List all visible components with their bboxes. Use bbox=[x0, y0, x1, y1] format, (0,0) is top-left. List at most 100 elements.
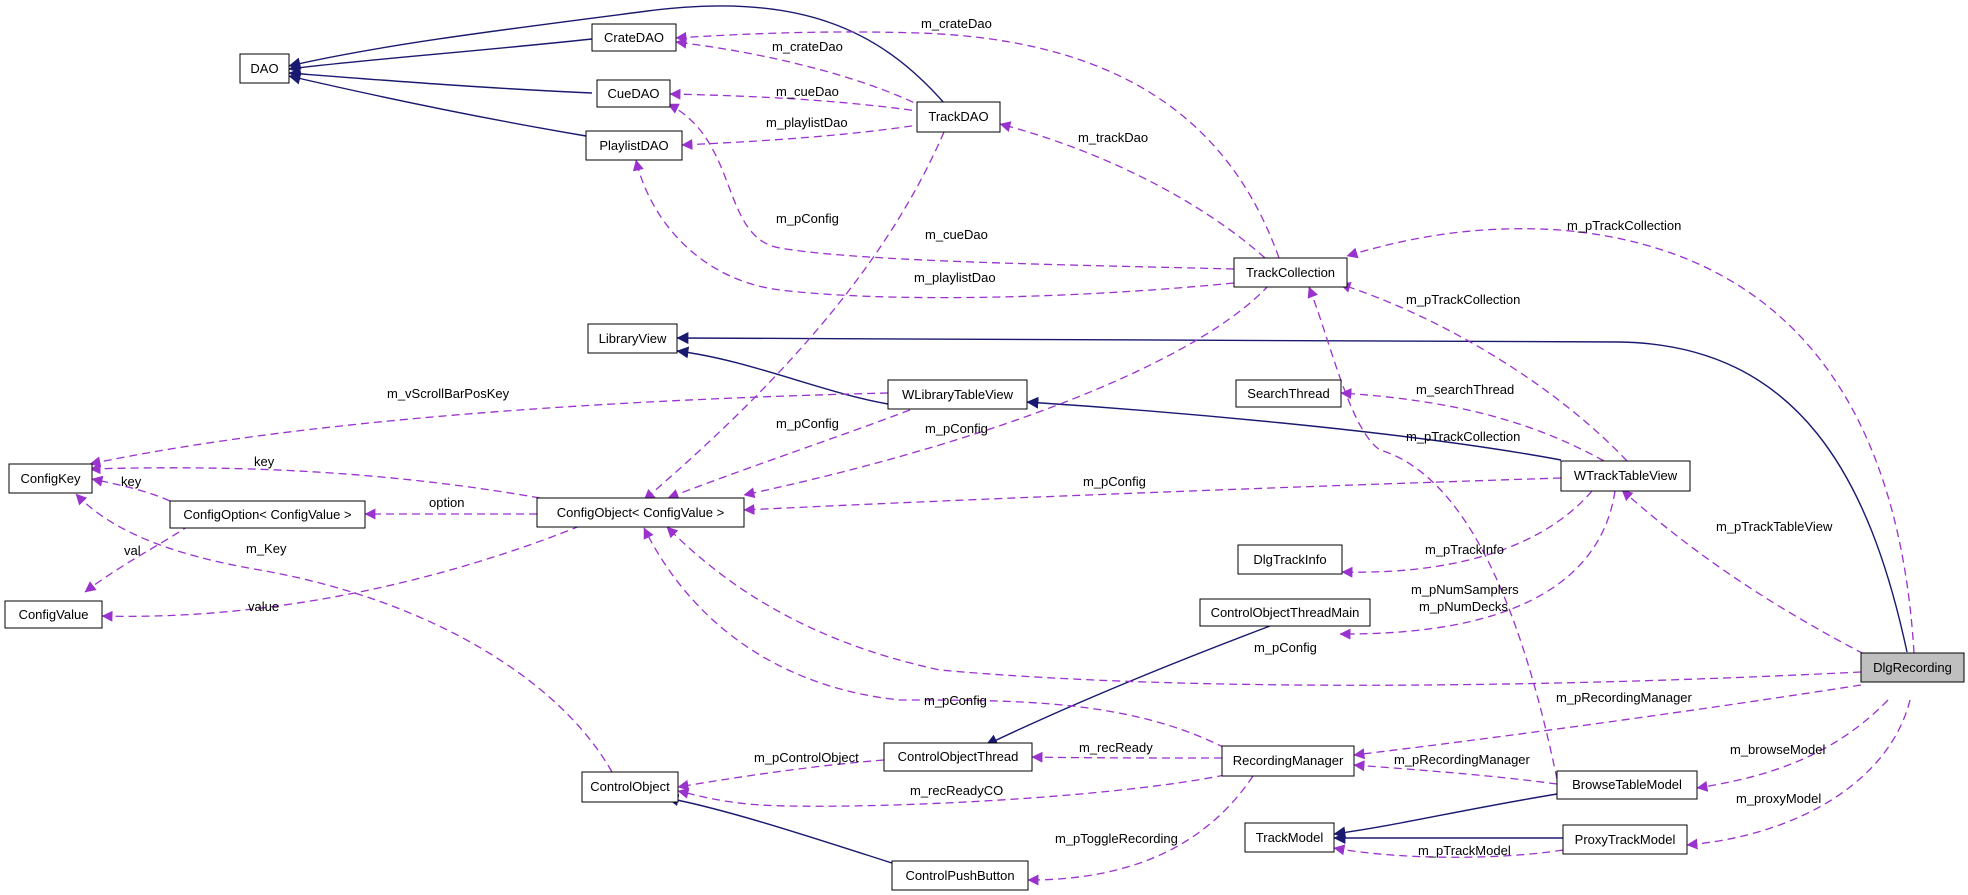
edge-label: m_Key bbox=[246, 541, 287, 556]
node-label: DAO bbox=[250, 61, 278, 76]
inheritance-edges bbox=[288, 5, 1908, 865]
edge-label: m_browseModel bbox=[1730, 742, 1825, 757]
edge-recordingmanager-controlpushbutton bbox=[1027, 775, 1254, 886]
node-cuedao[interactable]: CueDAO bbox=[596, 79, 671, 108]
edge-wtracktableview-controlobjectthreadmain bbox=[1339, 490, 1616, 640]
node-label: WLibraryTableView bbox=[902, 387, 1014, 402]
edge-label: m_pTrackCollection bbox=[1567, 218, 1681, 233]
node-label: ProxyTrackModel bbox=[1575, 832, 1676, 847]
node-proxytrackmodel[interactable]: ProxyTrackModel bbox=[1562, 824, 1688, 855]
edge-wtracktableview-configobject bbox=[743, 477, 1562, 515]
edge-label: m_cueDao bbox=[776, 84, 839, 99]
node-controlobjectthread[interactable]: ControlObjectThread bbox=[883, 742, 1033, 772]
node-searchthread[interactable]: SearchThread bbox=[1235, 379, 1342, 408]
edge-label: option bbox=[429, 495, 464, 510]
edge-dlgrecording-wtracktableview bbox=[1621, 489, 1865, 655]
node-controlobject[interactable]: ControlObject bbox=[581, 771, 679, 803]
node-label: TrackDAO bbox=[928, 109, 988, 124]
node-label: ConfigObject< ConfigValue > bbox=[557, 505, 724, 520]
edge-label: m_crateDao bbox=[772, 39, 843, 54]
node-wlibrarytableview[interactable]: WLibraryTableView bbox=[887, 379, 1028, 410]
node-configobject[interactable]: ConfigObject< ConfigValue > bbox=[536, 497, 745, 528]
edge-trackcollection-playlistdao bbox=[633, 159, 1235, 299]
edge-controlpushbutton-controlobject bbox=[666, 794, 896, 865]
node-wtracktableview[interactable]: WTrackTableView bbox=[1560, 460, 1691, 492]
edge-dlgrecording-configobject bbox=[666, 526, 1862, 686]
node-libraryview[interactable]: LibraryView bbox=[587, 323, 678, 354]
edge-label: key bbox=[254, 454, 275, 469]
edge-label: val bbox=[124, 543, 141, 558]
edge-wtracktableview-dlgtrackinfo bbox=[1341, 490, 1593, 578]
edge-trackcollection-cratedao bbox=[675, 31, 1280, 259]
edge-wlibrarytableview-libraryview bbox=[676, 346, 889, 405]
edge-trackcollection-cuedao bbox=[667, 103, 1235, 270]
node-configkey[interactable]: ConfigKey bbox=[8, 463, 93, 494]
edge-label: m_pConfig bbox=[776, 416, 839, 431]
edge-label: m_pConfig bbox=[925, 421, 988, 436]
edge-label: m_pTrackTableView bbox=[1716, 519, 1833, 534]
edge-label: m_pRecordingManager bbox=[1394, 752, 1531, 767]
edge-label: m_pConfig bbox=[1083, 474, 1146, 489]
edge-trackdao-dao bbox=[288, 5, 946, 105]
node-dlgrecording[interactable]: DlgRecording bbox=[1860, 652, 1965, 683]
edge-label: value bbox=[248, 599, 279, 614]
edge-wlibrarytableview-configobject bbox=[667, 409, 911, 500]
nodes: DAO CrateDAO CueDAO PlaylistDAO TrackDAO… bbox=[4, 23, 1965, 891]
node-label: TrackModel bbox=[1256, 830, 1324, 845]
node-label: ConfigOption< ConfigValue > bbox=[183, 507, 351, 522]
edge-label: m_pControlObject bbox=[754, 750, 859, 765]
edge-wtracktableview-trackcollection bbox=[1339, 282, 1628, 462]
edge-configobject-configkey bbox=[89, 463, 541, 499]
node-controlpushbutton[interactable]: ControlPushButton bbox=[891, 860, 1029, 891]
node-label: DlgTrackInfo bbox=[1253, 552, 1326, 567]
edge-configoption-configvalue bbox=[84, 524, 191, 593]
node-playlistdao[interactable]: PlaylistDAO bbox=[585, 130, 683, 161]
node-controlobjectthreadmain[interactable]: ControlObjectThreadMain bbox=[1199, 598, 1371, 627]
edge-recordingmanager-controlobject bbox=[677, 774, 1226, 807]
edge-label: m_recReady bbox=[1079, 740, 1153, 755]
edge-label: m_pNumSamplers bbox=[1411, 582, 1519, 597]
edge-label: m_pTrackInfo bbox=[1425, 542, 1504, 557]
edge-label: m_recReadyCO bbox=[910, 783, 1003, 798]
node-label: ControlPushButton bbox=[905, 868, 1014, 883]
usage-edges bbox=[75, 31, 1915, 886]
edge-configobject-configvalue bbox=[101, 525, 581, 622]
node-label: ControlObjectThreadMain bbox=[1211, 605, 1360, 620]
node-label: WTrackTableView bbox=[1574, 468, 1678, 483]
node-dlgtrackinfo[interactable]: DlgTrackInfo bbox=[1237, 544, 1343, 575]
edge-wtracktableview-wlibrarytableview bbox=[1026, 396, 1562, 461]
edge-recordingmanager-configobject bbox=[643, 527, 1226, 749]
node-configvalue[interactable]: ConfigValue bbox=[4, 600, 103, 629]
node-label: CrateDAO bbox=[604, 30, 664, 45]
node-trackcollection[interactable]: TrackCollection bbox=[1233, 257, 1348, 288]
node-configoption[interactable]: ConfigOption< ConfigValue > bbox=[169, 500, 366, 529]
node-label: ConfigValue bbox=[19, 607, 89, 622]
edge-dlgrecording-trackcollection bbox=[1346, 228, 1915, 654]
edge-trackcollection-configobject bbox=[743, 284, 1270, 499]
node-dao[interactable]: DAO bbox=[239, 53, 290, 84]
edge-controlobjectthreadmain-controlobjectthread bbox=[985, 625, 1271, 746]
edge-cratedao-dao bbox=[288, 38, 593, 74]
node-label: RecordingManager bbox=[1233, 753, 1344, 768]
node-label: ControlObject bbox=[590, 779, 670, 794]
edge-cuedao-dao bbox=[288, 67, 593, 94]
edge-configoption-configkey bbox=[91, 475, 171, 502]
node-label: BrowseTableModel bbox=[1572, 777, 1682, 792]
edge-label: m_pTrackModel bbox=[1418, 843, 1511, 858]
node-trackmodel[interactable]: TrackModel bbox=[1244, 822, 1335, 853]
edge-label: m_searchThread bbox=[1416, 382, 1514, 397]
edge-dlgrecording-recordingmanager bbox=[1353, 684, 1862, 760]
node-label: DlgRecording bbox=[1873, 660, 1952, 675]
edge-dlgrecording-libraryview bbox=[676, 332, 1908, 653]
edge-wtracktableview-searchthread bbox=[1340, 388, 1605, 462]
edge-label: m_pConfig bbox=[924, 693, 987, 708]
node-trackdao[interactable]: TrackDAO bbox=[916, 101, 1001, 133]
edge-trackdao-cuedao bbox=[669, 88, 926, 113]
node-label: PlaylistDAO bbox=[599, 138, 668, 153]
node-label: ControlObjectThread bbox=[898, 749, 1019, 764]
node-recordingmanager[interactable]: RecordingManager bbox=[1221, 745, 1355, 777]
node-cratedao[interactable]: CrateDAO bbox=[591, 23, 677, 52]
node-browsetablemodel[interactable]: BrowseTableModel bbox=[1556, 770, 1698, 800]
edge-dlgrecording-browsetablemodel bbox=[1696, 699, 1889, 792]
edge-label: m_trackDao bbox=[1078, 130, 1148, 145]
